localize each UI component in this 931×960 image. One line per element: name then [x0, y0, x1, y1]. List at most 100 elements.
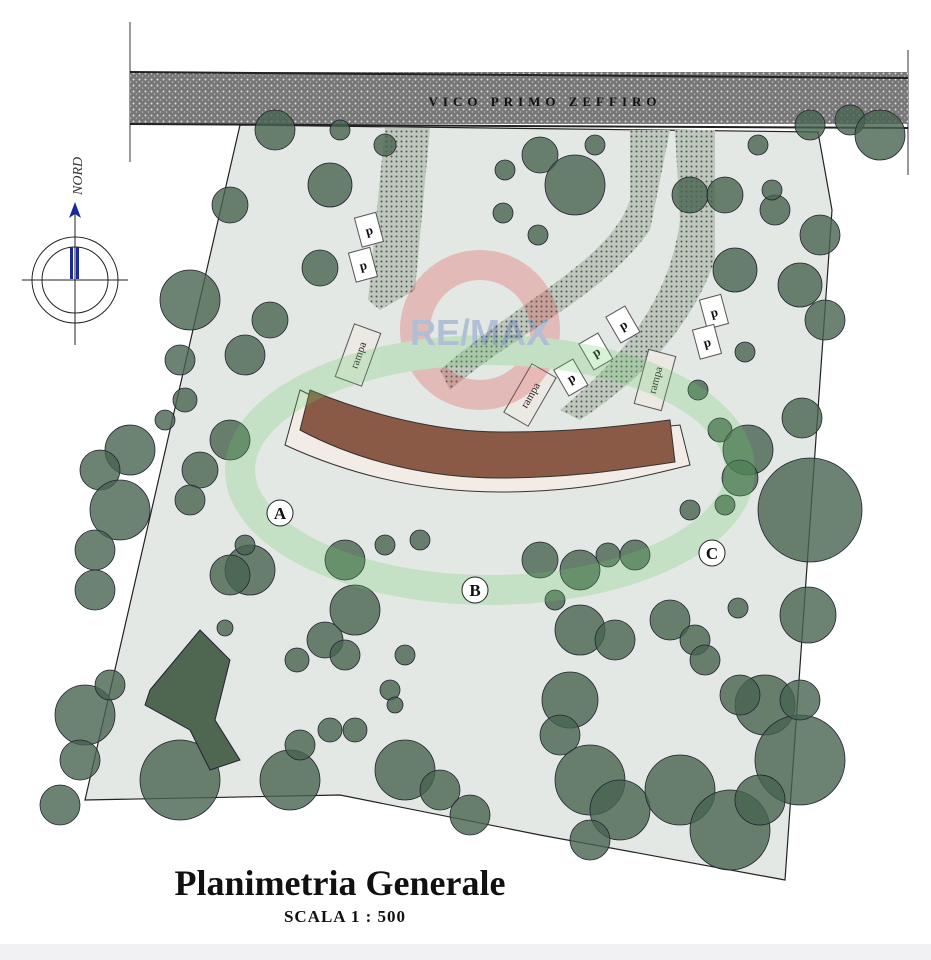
- tree-icon: [594, 619, 636, 661]
- ramp: rampa: [503, 363, 557, 427]
- tree-icon: [521, 541, 559, 579]
- bottom-bar: [0, 944, 931, 960]
- svg-text:RE/MAX: RE/MAX: [410, 312, 550, 353]
- parking-space: p: [553, 358, 589, 397]
- parking-space: p: [605, 305, 641, 344]
- drawing-scale: SCALA 1 : 500: [283, 907, 407, 926]
- tree-icon: [671, 176, 709, 214]
- svg-text:C: C: [706, 544, 718, 563]
- drawing-title: Planimetria Generale: [174, 863, 506, 903]
- tree-icon: [619, 539, 651, 571]
- tree-icon: [329, 639, 361, 671]
- tree-icon: [712, 247, 758, 293]
- tree-icon: [374, 534, 396, 556]
- tree-icon: [174, 484, 206, 516]
- zone-markers: A B C: [266, 499, 726, 604]
- road-name-label: VICO PRIMO ZEFFIRO: [429, 94, 662, 109]
- tree-icon: [757, 457, 863, 563]
- tree-icon: [307, 162, 353, 208]
- parking-label: p: [358, 257, 369, 273]
- tree-icon: [747, 134, 769, 156]
- tree-icon: [714, 494, 736, 516]
- tree-icon: [569, 819, 611, 861]
- tree-icon: [584, 134, 606, 156]
- zone-marker-b: B: [461, 576, 489, 604]
- tree-icon: [154, 409, 176, 431]
- remax-watermark-logo: RE/MAX: [225, 250, 755, 605]
- tree-icon: [284, 729, 316, 761]
- tree-icon: [544, 154, 606, 216]
- tree-icon: [94, 669, 126, 701]
- tree-icon: [342, 717, 368, 743]
- tree-icon: [216, 619, 234, 637]
- tree-icon: [761, 179, 783, 201]
- tree-icon: [544, 589, 566, 611]
- tree-icon: [394, 644, 416, 666]
- tree-icon: [259, 749, 321, 811]
- tree-icon: [211, 186, 249, 224]
- parking-space: p: [578, 332, 614, 371]
- tree-icon: [449, 794, 491, 836]
- tree-icon: [39, 784, 81, 826]
- ramps: rampa rampa rampa: [334, 323, 677, 427]
- tree-icon: [689, 644, 721, 676]
- tree-icon: [687, 379, 709, 401]
- tree-icon: [539, 714, 581, 756]
- driveway-right: [560, 130, 715, 420]
- tree-icon: [679, 499, 701, 521]
- tree-icon: [779, 679, 821, 721]
- ramp: rampa: [633, 348, 677, 412]
- tree-icon: [164, 344, 196, 376]
- tree-icon: [649, 599, 691, 641]
- tree-icon: [719, 674, 761, 716]
- shrub-area: [144, 629, 241, 771]
- parking-space: p: [353, 211, 385, 248]
- tree-icon: [707, 417, 733, 443]
- tree-icon: [89, 479, 151, 541]
- road: [130, 72, 908, 124]
- driveway-center: [440, 130, 670, 390]
- tree-icon: [799, 214, 841, 256]
- tree-icon: [494, 159, 516, 181]
- tree-icon: [727, 597, 749, 619]
- tree-icon: [317, 717, 343, 743]
- tree-icon: [374, 739, 436, 801]
- north-label: NORD: [71, 157, 86, 196]
- tree-icon: [139, 739, 221, 821]
- tree-icon: [386, 696, 404, 714]
- tree-icon: [224, 334, 266, 376]
- parking-space: p: [691, 323, 723, 360]
- ramp: rampa: [334, 323, 382, 387]
- tree-icon: [854, 109, 906, 161]
- tree-icon: [329, 119, 351, 141]
- tree-icon: [527, 224, 549, 246]
- tree-icon: [181, 451, 219, 489]
- tree-icon: [254, 109, 296, 151]
- tree-icon: [804, 299, 846, 341]
- driveway-left: [368, 128, 430, 310]
- tree-icon: [209, 419, 251, 461]
- tree-icon: [409, 529, 431, 551]
- parking-label: p: [702, 334, 713, 350]
- tree-icon: [373, 133, 397, 157]
- tree-icon: [159, 269, 221, 331]
- tree-icon: [589, 779, 651, 841]
- tree-icon: [301, 249, 339, 287]
- tree-icon: [251, 301, 289, 339]
- tree-icon: [172, 387, 198, 413]
- tree-icon: [706, 176, 744, 214]
- svg-text:B: B: [469, 581, 480, 600]
- tree-icon: [559, 549, 601, 591]
- tree-icon: [59, 739, 101, 781]
- tree-icon: [324, 539, 366, 581]
- tree-icon: [721, 459, 759, 497]
- tree-icon: [734, 341, 756, 363]
- tree-icon: [74, 569, 116, 611]
- zone-marker-a: A: [266, 499, 294, 527]
- tree-icon: [521, 136, 559, 174]
- parking-space: p: [698, 293, 730, 330]
- tree-icon: [234, 534, 256, 556]
- tree-icon: [329, 584, 381, 636]
